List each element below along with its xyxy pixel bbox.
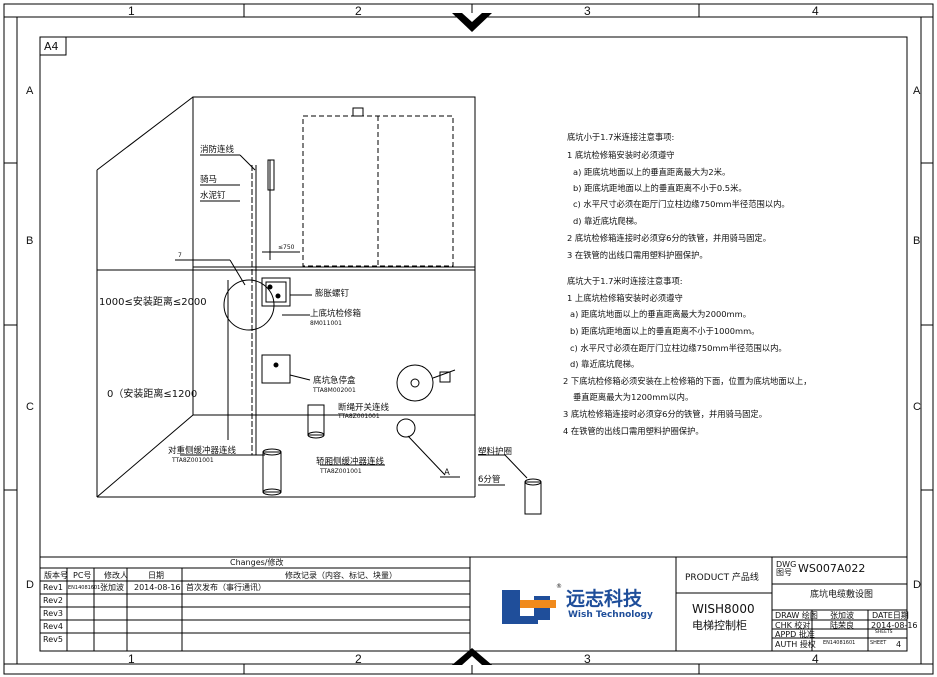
date-value: 2014-08-16: [871, 621, 918, 630]
title-block: [470, 556, 907, 651]
grid-col-4-bottom: 4: [812, 652, 819, 666]
notes-line: 4 在铁管的出线口需用塑料护圈保护。: [563, 426, 704, 436]
drawing-title: 底坑电缆敷设图: [810, 590, 874, 600]
revision-header-pc: PC号: [73, 571, 92, 580]
auth-label: AUTH 授权: [775, 640, 816, 649]
revision-pc: EN14081601: [68, 585, 101, 591]
notes-section2-title: 底坑大于1.7米时连接注意事项:: [567, 276, 683, 286]
label-cwt-buffer-code: TTA8Z001001: [172, 457, 214, 464]
revision-rev: Rev5: [43, 635, 63, 644]
company-name-cn: 远志科技: [566, 588, 643, 610]
label-expansion-bolt: 膨胀螺钉: [315, 289, 350, 299]
notes-line: a) 距底坑地面以上的垂直距离最大为2000mm。: [570, 309, 751, 319]
grid-col-3-bottom: 3: [584, 652, 591, 666]
grid-col-3-top: 3: [584, 4, 591, 18]
appd-label: APPD 批准: [775, 630, 815, 639]
revision-rev: Rev1: [43, 583, 63, 592]
notes-line: b) 距底坑距地面以上的垂直距离不小于1000mm。: [570, 326, 760, 336]
center-mark-top: [452, 13, 492, 32]
grid-row-c-right: C: [913, 401, 921, 413]
grid-row-d-left: D: [26, 579, 34, 591]
label-emergency-code: TTA8M002001: [313, 387, 356, 394]
auth-value: EN14081601: [823, 640, 856, 646]
notes-line: d) 靠近底坑爬梯。: [570, 359, 640, 369]
sheets-label: SHEETS: [875, 630, 893, 635]
notes-line: 2 底坑检修箱连接时必须穿6分的铁管，并用骑马固定。: [567, 233, 772, 243]
label-pipe-6: 6分管: [478, 475, 501, 485]
grid-col-1-top: 1: [128, 4, 135, 18]
grid-row-b-right: B: [913, 235, 921, 247]
chk-by: 陆荣良: [830, 621, 854, 630]
revision-date: 2014-08-16: [134, 583, 181, 592]
label-dist-750: ≤750: [278, 244, 295, 251]
grid-row-d-right: D: [913, 579, 921, 591]
sheet-label: SHEET: [870, 640, 887, 646]
notes-line: 1 上底坑检修箱安装时必须遵守: [567, 293, 683, 303]
product-label: PRODUCT 产品线: [685, 573, 759, 583]
revision-rev: Rev2: [43, 596, 63, 605]
revision-rev: Rev4: [43, 622, 63, 631]
label-height-2: 0（安装距离≤1200: [107, 389, 198, 400]
grid-row-a-left: A: [26, 85, 34, 97]
dwg-number: WS007A022: [798, 562, 866, 575]
revision-rev: Rev3: [43, 609, 63, 618]
grid-row-c-left: C: [26, 401, 34, 413]
notes-line: 3 底坑检修箱连接时必须穿6分的铁管，并用骑马固定。: [563, 409, 768, 419]
company-name-en: Wish Technology: [568, 610, 653, 620]
draw-label: DRAW 绘图: [775, 611, 818, 620]
revision-by: 张加波: [100, 583, 124, 592]
label-car-buffer-code: TTA8Z001001: [320, 468, 362, 475]
label-pit-box: 上底坑检修箱: [310, 309, 362, 319]
revision-header-by: 修改人: [104, 571, 128, 580]
grid-row-a-right: A: [913, 85, 921, 97]
label-section-a: A: [444, 468, 450, 478]
chk-label: CHK 校对: [775, 621, 811, 630]
grid-col-2-top: 2: [355, 4, 362, 18]
dwg-label: DWG: [776, 560, 797, 569]
label-car-buffer: 轿厢侧缓冲器连线: [316, 457, 385, 467]
company-logo-mark: [502, 590, 556, 624]
notes-line: a) 距底坑地面以上的垂直距离最大为2米。: [573, 167, 731, 177]
sheet-value: 4: [896, 640, 902, 649]
label-rope-switch-code: TTA8Z001001: [338, 413, 380, 420]
label-emergency-stop: 底坑急停盒: [313, 376, 356, 386]
notes-line: 3 在铁管的出线口需用塑料护圈保护。: [567, 250, 708, 260]
dwg-label-cn: 图号: [776, 568, 792, 577]
label-rope-switch: 断绳开关连线: [338, 403, 390, 413]
sheet-size-label: A4: [44, 40, 59, 53]
label-seven: 7: [178, 252, 182, 259]
revision-header-date: 日期: [148, 571, 164, 580]
revision-desc: 首次发布（事行通讯）: [186, 583, 266, 592]
label-fire-conduit: 消防连线: [200, 145, 235, 155]
registered-mark: ®: [556, 583, 562, 590]
grid-row-b-left: B: [26, 235, 34, 247]
revision-table: [39, 556, 471, 652]
draw-by: 张加波: [830, 611, 854, 620]
product-name-cn: 电梯控制柜: [692, 619, 747, 632]
notes-section1-title: 底坑小于1.7米连接注意事项:: [567, 132, 675, 142]
grid-col-4-top: 4: [812, 4, 819, 18]
date-label: DATE日期: [872, 611, 909, 620]
revision-header-rev: 版本号: [44, 571, 68, 580]
notes-line: c) 水平尺寸必须在距厅门立柱边缘750mm半径范围以内。: [570, 343, 787, 353]
revision-table-title: Changes/修改: [230, 558, 284, 567]
label-cement-nail: 水泥钉: [200, 191, 226, 201]
grid-col-2-bottom: 2: [355, 652, 362, 666]
label-saddle-clamp: 骑马: [200, 175, 218, 185]
notes-line: d) 靠近底坑爬梯。: [573, 216, 643, 226]
notes-line: 垂直距离最大为1200mm以内。: [573, 392, 694, 402]
product-name: WISH8000: [692, 602, 755, 616]
label-height-1: 1000≤安装距离≤2000: [99, 297, 207, 308]
grid-col-1-bottom: 1: [128, 652, 135, 666]
label-plastic-ring: 塑料护圈: [478, 447, 513, 457]
notes-line: b) 距底坑距地面以上的垂直距离不小于0.5米。: [573, 183, 747, 193]
revision-header-desc: 修改记录（内容、标记、块量）: [285, 571, 397, 580]
notes-line: 1 底坑检修箱安装时必须遵守: [567, 150, 675, 160]
label-cwt-buffer: 对重侧缓冲器连线: [168, 446, 237, 456]
label-pit-box-code: 8M011001: [310, 320, 342, 327]
notes-line: 2 下底坑检修箱必须安装在上检修箱的下面，位置为底坑地面以上，: [563, 376, 812, 386]
notes-line: c) 水平尺寸必须在距厅门立柱边缘750mm半径范围以内。: [573, 199, 790, 209]
pit-drawing: [96, 96, 542, 515]
